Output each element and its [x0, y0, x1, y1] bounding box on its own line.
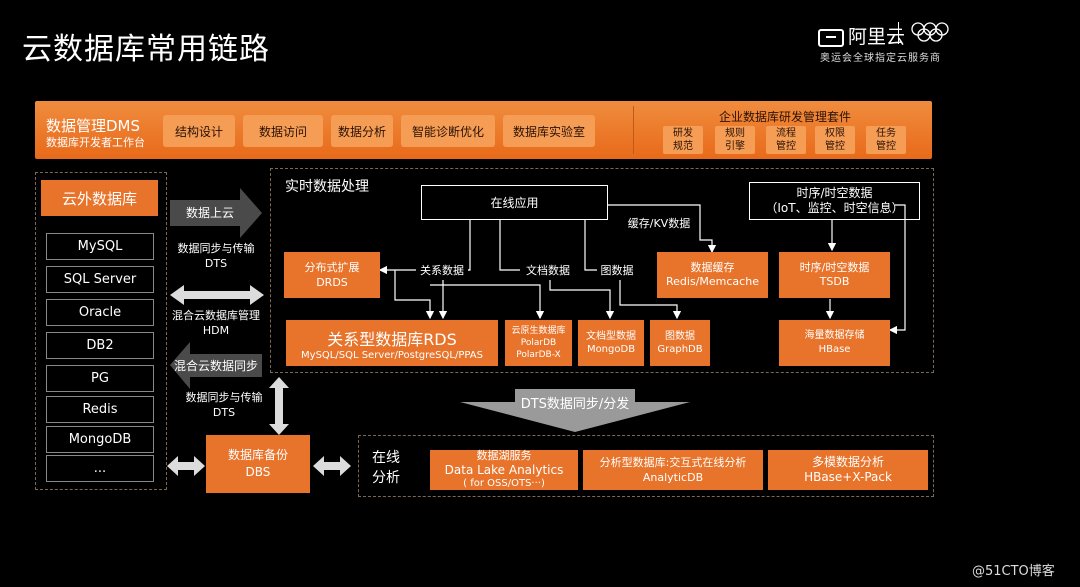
dms-subtitle: 数据库开发者工作台: [46, 136, 145, 149]
rds-title: 关系型数据库RDS: [327, 329, 457, 349]
link-doc-mongo: [549, 280, 615, 320]
external-db-pg: PG: [46, 365, 154, 392]
dms-title: 数据管理DMS: [46, 117, 141, 135]
olympic-rings-icon: [911, 22, 949, 42]
brand-divider: [898, 22, 899, 44]
dla-name: Data Lake Analytics: [444, 463, 564, 477]
brand-name: 阿里云: [848, 26, 906, 48]
graphdb-box: 图数据 GraphDB: [650, 320, 710, 366]
external-db-panel: [35, 172, 167, 490]
dla-title: 数据湖服务: [476, 449, 532, 462]
hbase-xpack-box: 多模数据分析 HBase+X-Pack: [768, 450, 928, 490]
dla-subtitle: ( for OSS/OTS···): [463, 478, 545, 489]
aliyun-logo-icon: [818, 28, 844, 47]
suite-item-task: 任务 管控: [866, 126, 906, 154]
suite-item-standard: 研发 规范: [663, 126, 703, 154]
dms-btn-structure: 结构设计: [163, 115, 235, 147]
dms-btn-analysis: 数据分析: [331, 115, 393, 147]
doc-data-label: 文档数据: [520, 263, 576, 278]
link-app-doc: [499, 220, 520, 271]
dbs-vertical-arrow: [269, 377, 289, 435]
external-db-title: 云外数据库: [41, 180, 158, 216]
external-db-db2: DB2: [46, 332, 154, 359]
dla-box: 数据湖服务 Data Lake Analytics ( for OSS/OTS·…: [430, 449, 578, 490]
dbs-left-arrow: [167, 456, 205, 476]
brand-subtitle: 奥运会全球指定云服务商: [820, 53, 941, 64]
link-app-cache: [608, 204, 717, 254]
hdm-label: 混合云数据库管理 HDM: [172, 309, 260, 337]
sync-dts-label-2: 数据同步与传输 DTS: [185, 391, 263, 419]
dts-distribution-label: DTS数据同步/分发: [520, 397, 630, 412]
online-app-box: 在线应用: [421, 185, 608, 220]
dms-btn-lab: 数据库实验室: [503, 115, 595, 147]
drds-box: 分布式扩展 DRDS: [284, 252, 380, 298]
to-cloud-arrow: [170, 188, 262, 238]
link-drds-rds: [394, 270, 435, 320]
link-rel-polardb: [430, 284, 545, 320]
redis-box: 数据缓存 Redis/Memcache: [657, 252, 768, 298]
mongodb-box: 文档型数据 MongoDB: [578, 320, 644, 366]
tsdb-box: 时序/时空数据 TSDB: [779, 252, 890, 298]
link-graph-graphdb: [619, 280, 682, 320]
sync-dts-label-1: 数据同步与传输 DTS: [177, 242, 255, 270]
dms-btn-access: 数据访问: [243, 115, 323, 147]
hdm-double-arrow: [170, 285, 264, 305]
page-title: 云数据库常用链路: [22, 32, 270, 67]
timeseries-box: 时序/时空数据 （IoT、监控、时空信息）: [749, 182, 920, 220]
rds-subtitle: MySQL/SQL Server/PostgreSQL/PPAS: [301, 349, 483, 361]
hbase-box: 海量数据存储 HBase: [779, 320, 890, 366]
external-db-sqlserver: SQL Server: [46, 266, 154, 293]
to-cloud-label: 数据上云: [185, 206, 234, 220]
rds-box: 关系型数据库RDS MySQL/SQL Server/PostgreSQL/PP…: [286, 320, 498, 366]
suite-item-permission: 权限 管控: [815, 126, 855, 154]
polardb-box: 云原生数据库 PolarDB PolarDB-X: [505, 320, 572, 366]
link-app-graph: [584, 220, 600, 271]
suite-title: 企业数据库研发管理套件: [718, 110, 851, 124]
external-db-mongodb: MongoDB: [46, 426, 154, 453]
analytics-title: 在线 分析: [372, 450, 400, 486]
dbs-right-arrow: [313, 456, 351, 476]
suite-divider: [633, 106, 634, 154]
dts-down-arrow: [460, 389, 690, 432]
analyticdb-box: 分析型数据库:交互式在线分析 AnalyticDB: [583, 450, 763, 490]
external-db-more: ...: [46, 455, 154, 482]
hybrid-sync-arrow: [170, 342, 262, 389]
watermark: @51CTO博客: [972, 564, 1055, 579]
external-db-oracle: Oracle: [46, 299, 154, 326]
relational-data-label: 关系数据: [416, 263, 468, 278]
link-ts-hbase: [888, 204, 906, 335]
external-db-redis: Redis: [46, 396, 154, 423]
brand-logo: 阿里云: [818, 22, 905, 49]
realtime-panel: [270, 168, 934, 373]
suite-item-rules: 规则 引擎: [715, 126, 755, 154]
realtime-title: 实时数据处理: [285, 179, 369, 195]
dbs-box: 数据库备份 DBS: [206, 435, 310, 493]
hybrid-sync-label: 混合云数据同步: [173, 359, 258, 373]
graph-data-label: 图数据: [597, 263, 637, 278]
external-db-mysql: MySQL: [46, 233, 154, 260]
suite-item-process: 流程 管控: [766, 126, 806, 154]
analytics-panel: [358, 435, 934, 497]
dms-btn-diagnose: 智能诊断优化: [401, 115, 495, 147]
cache-kv-label: 缓存/KV数据: [627, 217, 691, 230]
